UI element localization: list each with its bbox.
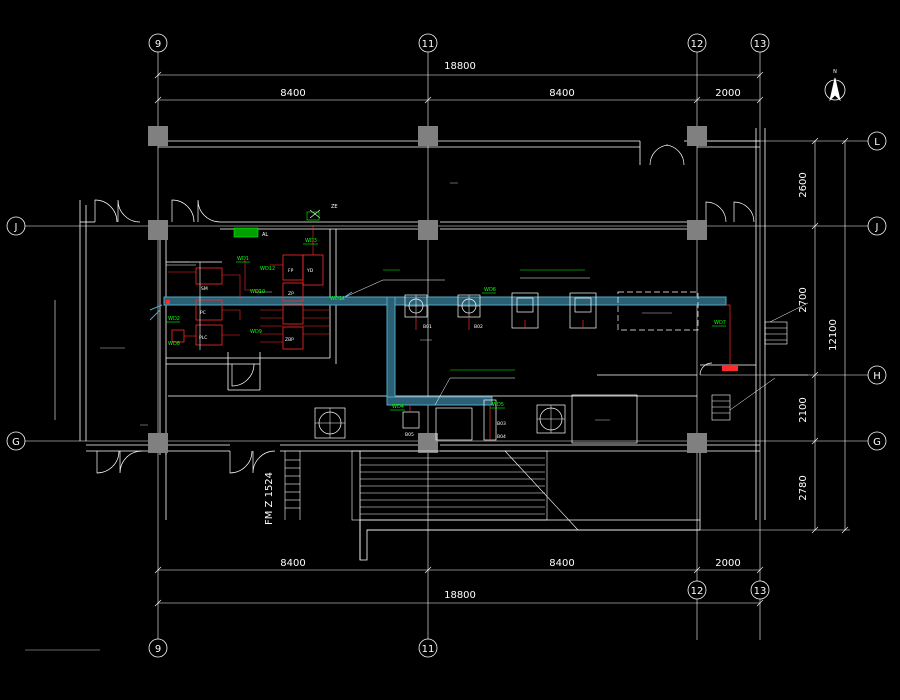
top-grid-bubbles: 9 11 12 13: [148, 33, 770, 53]
dim-bottom-seg-1: 8400: [280, 558, 305, 569]
basement-wall: [359, 520, 700, 561]
tray-arrows: [149, 291, 353, 321]
svg-text:L: L: [874, 137, 880, 148]
room-annotation-marks: [25, 182, 672, 651]
leader-lines: [344, 277, 809, 411]
left-room-misc: [54, 209, 321, 420]
dim-top-seg-2: 8400: [549, 88, 574, 99]
label-yd: YD: [306, 268, 314, 274]
svg-text:WD5: WD5: [492, 402, 504, 408]
dim-right-seg-1: 2600: [798, 172, 809, 197]
walls: [79, 128, 766, 560]
svg-text:ZE: ZE: [331, 204, 338, 210]
cable-labels: WD1 WD2 WD3 WD4 WD5 WD6 WD7 WD8 WD9 WD10…: [168, 238, 726, 410]
svg-text:WD3: WD3: [305, 238, 317, 244]
svg-text:WD9: WD9: [250, 329, 262, 335]
svg-text:WD12: WD12: [260, 266, 275, 272]
dim-bottom-seg-2: 8400: [549, 558, 574, 569]
label-pc: PC: [200, 310, 206, 316]
dim-bottom-total: 18800: [444, 590, 476, 601]
label-zp: ZP: [288, 291, 294, 297]
main-cables: [409, 304, 731, 440]
side-stairs: [711, 321, 788, 421]
north-arrow-icon: N: [824, 69, 846, 102]
label-plc: PLC: [199, 335, 207, 341]
dim-top-seg-3: 2000: [715, 88, 740, 99]
cable-label-lines: [166, 243, 726, 411]
grid-bubble-bottom-13: 13: [750, 580, 770, 600]
label-sm: SM: [201, 286, 208, 292]
label-b04: B04: [497, 434, 506, 440]
svg-text:12: 12: [691, 586, 704, 597]
label-fp: FP: [288, 268, 294, 274]
al-panel: AL: [233, 227, 268, 238]
doors: [94, 144, 755, 474]
top-dimensions: [154, 71, 764, 104]
cable-tray: [163, 296, 727, 406]
red-panel-right: [722, 365, 738, 371]
svg-text:9: 9: [155, 39, 161, 50]
svg-text:J: J: [14, 222, 18, 233]
label-b05: B05: [405, 432, 414, 438]
svg-text:WD2: WD2: [168, 316, 180, 322]
svg-text:WD6: WD6: [484, 287, 496, 293]
svg-text:H: H: [873, 371, 881, 382]
stairs: [284, 450, 579, 531]
right-grid-bubbles: L J H G: [867, 131, 887, 451]
label-zbp: ZBP: [285, 337, 294, 343]
svg-text:WD1: WD1: [237, 256, 249, 262]
grid-bubble-bottom-9: 9: [148, 638, 168, 658]
grid-bubble-top-13: 13: [750, 33, 770, 53]
svg-text:11: 11: [422, 39, 435, 50]
label-b03: B03: [497, 421, 506, 427]
grid-bubble-top-11: 11: [418, 33, 438, 53]
grid-bubble-bottom-11: 11: [418, 638, 438, 658]
dim-right-seg-3: 2100: [798, 397, 809, 422]
svg-text:WD8: WD8: [168, 341, 180, 347]
equipment-symbols: [314, 291, 699, 444]
grid-bubble-bottom-12: 12: [687, 580, 707, 600]
grid-bubble-right-g: G: [867, 431, 887, 451]
label-b02: B02: [474, 324, 483, 330]
dim-right-total: 12100: [828, 319, 839, 351]
svg-text:12: 12: [691, 39, 704, 50]
svg-text:N: N: [833, 69, 837, 75]
dim-bottom-seg-3: 2000: [715, 558, 740, 569]
svg-text:13: 13: [754, 586, 767, 597]
svg-text:G: G: [873, 437, 881, 448]
left-grid-bubbles: J G: [6, 216, 26, 451]
stair-side-label: FM Z 1524: [264, 472, 275, 525]
dim-top-seg-1: 8400: [280, 88, 305, 99]
red-panel-left: [166, 300, 170, 304]
columns: [148, 126, 707, 453]
dim-right-seg-4: 2780: [798, 475, 809, 500]
grid-bubble-left-g: G: [6, 431, 26, 451]
equipment-crosses: [315, 295, 565, 438]
grid-bubble-top-9: 9: [148, 33, 168, 53]
dim-top-total: 18800: [444, 61, 476, 72]
grid-bubble-right-j: J: [867, 216, 887, 236]
bottom-grid-bubbles: 9 11 12 13: [148, 580, 770, 658]
svg-text:WD4: WD4: [392, 404, 404, 410]
svg-text:AL: AL: [262, 232, 268, 238]
svg-text:G: G: [12, 437, 20, 448]
grid-bubble-left-j: J: [6, 216, 26, 236]
grid-bubble-right-h: H: [867, 365, 887, 385]
svg-text:13: 13: [754, 39, 767, 50]
bottom-dimensions: [154, 566, 764, 607]
ze-device: ZE: [306, 204, 338, 221]
grid-bubble-top-12: 12: [687, 33, 707, 53]
grid-bubble-right-l: L: [867, 131, 887, 151]
svg-text:J: J: [875, 222, 879, 233]
svg-text:WD7: WD7: [714, 320, 726, 326]
svg-text:9: 9: [155, 644, 161, 655]
svg-text:WD11: WD11: [330, 296, 345, 302]
dim-right-seg-2: 2700: [798, 287, 809, 312]
svg-text:11: 11: [422, 644, 435, 655]
right-dimensions: [700, 137, 850, 534]
label-b01: B01: [423, 324, 432, 330]
left-room-cables: [168, 225, 330, 343]
